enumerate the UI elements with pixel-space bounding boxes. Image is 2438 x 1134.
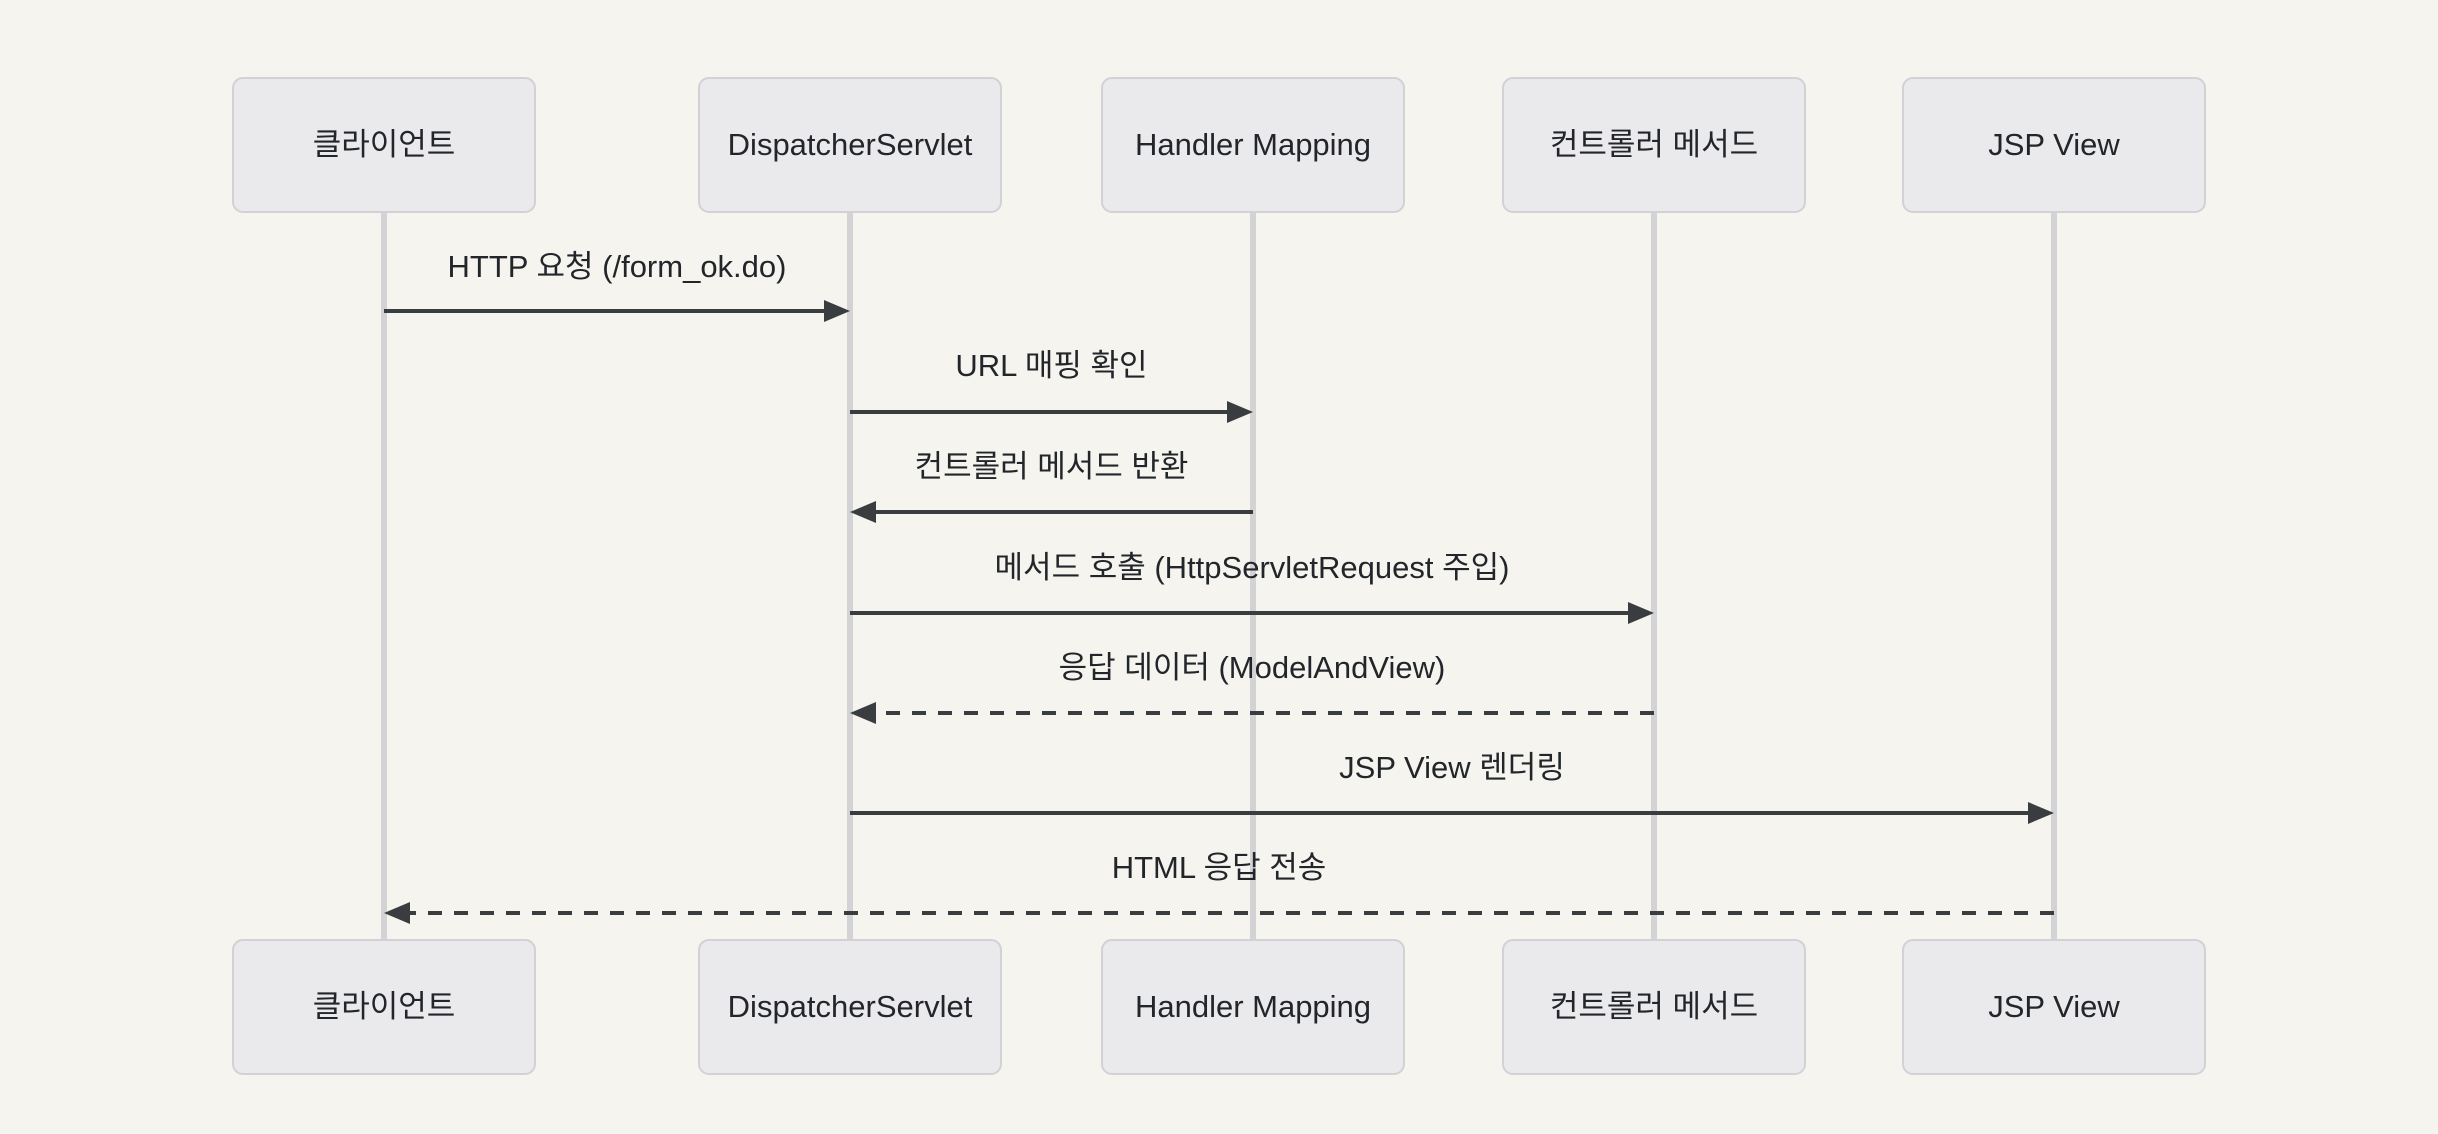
msg-jsp-render-arrowhead xyxy=(2028,802,2054,824)
participant-box-jspview xyxy=(1902,77,2206,213)
participant-box-controller xyxy=(1502,939,1806,1075)
participant-controller-top[interactable]: 컨트롤러 메서드 xyxy=(1502,77,1806,213)
participant-controller-bottom[interactable]: 컨트롤러 메서드 xyxy=(1502,939,1806,1075)
participant-handler-top[interactable]: Handler Mapping xyxy=(1101,77,1405,213)
msg-method-invoke-label: 메서드 호출 (HttpServletRequest 주입) xyxy=(995,550,1510,585)
participant-box-jspview xyxy=(1902,939,2206,1075)
msg-url-mapping-arrowhead xyxy=(1227,401,1253,423)
msg-method-invoke-arrowhead xyxy=(1628,602,1654,624)
msg-controller-return-arrowhead xyxy=(850,501,876,523)
participant-box-dispatcher xyxy=(698,939,1002,1075)
msg-html-response-label: HTML 응답 전송 xyxy=(1112,850,1327,885)
msg-model-and-view-label: 응답 데이터 (ModelAndView) xyxy=(1059,650,1446,685)
msg-controller-return-label: 컨트롤러 메서드 반환 xyxy=(915,449,1189,484)
msg-html-response: HTML 응답 전송 xyxy=(384,850,2054,924)
participant-label-client: 클라이언트 xyxy=(313,127,456,162)
participant-label-handler: Handler Mapping xyxy=(1135,127,1371,162)
actors-top-group: 클라이언트 DispatcherServlet Handler Mapping 컨트롤… xyxy=(232,77,2206,213)
msg-http-request-label: HTTP 요청 (/form_ok.do) xyxy=(448,249,787,284)
participant-label-controller: 컨트롤러 메서드 xyxy=(1550,127,1758,162)
participant-label-dispatcher: DispatcherServlet xyxy=(728,127,973,162)
participant-box-handler xyxy=(1101,939,1405,1075)
participant-client-bottom[interactable]: 클라이언트 xyxy=(232,939,536,1075)
participant-label-client: 클라이언트 xyxy=(313,989,456,1024)
participant-label-jspview: JSP View xyxy=(1988,989,2120,1024)
actors-bottom-group: 클라이언트 DispatcherServlet Handler Mapping 컨트롤… xyxy=(232,939,2206,1075)
participant-label-dispatcher: DispatcherServlet xyxy=(728,989,973,1024)
participant-jspview-top[interactable]: JSP View xyxy=(1902,77,2206,213)
msg-http-request: HTTP 요청 (/form_ok.do) xyxy=(384,249,850,322)
msg-jsp-render-label: JSP View 렌더링 xyxy=(1339,750,1565,785)
participant-handler-bottom[interactable]: Handler Mapping xyxy=(1101,939,1405,1075)
participant-client-top[interactable]: 클라이언트 xyxy=(232,77,536,213)
participant-box-controller xyxy=(1502,77,1806,213)
msg-url-mapping: URL 매핑 확인 xyxy=(850,348,1253,423)
msg-model-and-view: 응답 데이터 (ModelAndView) xyxy=(850,650,1654,724)
msg-http-request-arrowhead xyxy=(824,300,850,322)
msg-url-mapping-label: URL 매핑 확인 xyxy=(955,348,1147,383)
participant-label-jspview: JSP View xyxy=(1988,127,2120,162)
participant-box-handler xyxy=(1101,77,1405,213)
participant-box-client xyxy=(232,77,536,213)
participant-label-controller: 컨트롤러 메서드 xyxy=(1550,989,1758,1024)
lifelines-group xyxy=(381,212,2057,940)
msg-method-invoke: 메서드 호출 (HttpServletRequest 주입) xyxy=(850,550,1654,624)
msg-model-and-view-arrowhead xyxy=(850,702,876,724)
participant-label-handler: Handler Mapping xyxy=(1135,989,1371,1024)
msg-html-response-arrowhead xyxy=(384,902,410,924)
participant-jspview-bottom[interactable]: JSP View xyxy=(1902,939,2206,1075)
msg-jsp-render: JSP View 렌더링 xyxy=(850,750,2054,824)
participant-box-dispatcher xyxy=(698,77,1002,213)
msg-controller-return: 컨트롤러 메서드 반환 xyxy=(850,449,1253,523)
participant-box-client xyxy=(232,939,536,1075)
participant-dispatcher-bottom[interactable]: DispatcherServlet xyxy=(698,939,1002,1075)
participant-dispatcher-top[interactable]: DispatcherServlet xyxy=(698,77,1002,213)
